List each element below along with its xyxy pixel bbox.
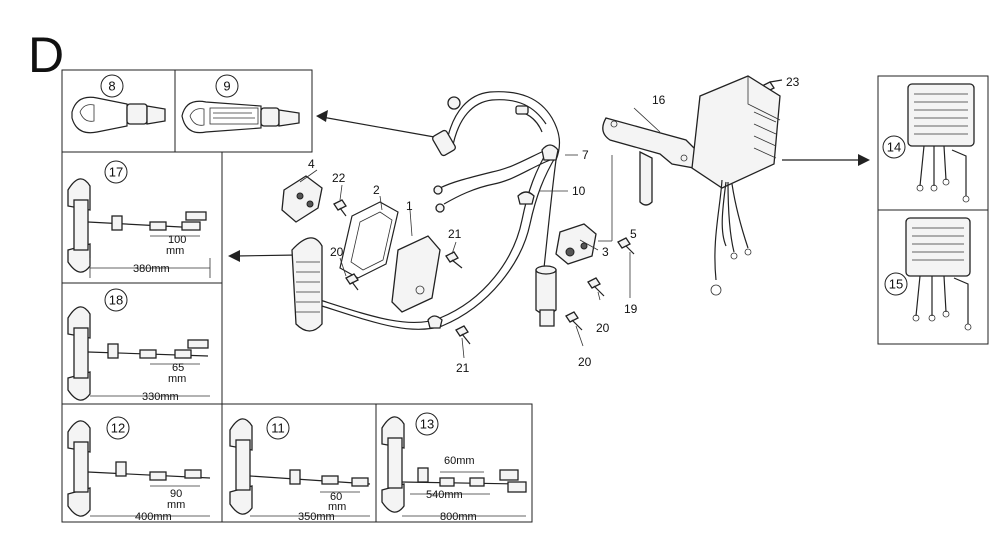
inset-number-13: 13	[420, 417, 434, 432]
inset-number-8: 8	[108, 79, 115, 94]
inset-number-9: 9	[223, 79, 230, 94]
inset-8: 8	[71, 74, 166, 134]
dim-text: 350mm	[298, 511, 335, 523]
dim-text: 800mm	[440, 511, 477, 523]
callout-4: 4	[308, 157, 315, 171]
plug-cap-icon	[181, 100, 262, 134]
callout-3: 3	[602, 245, 609, 259]
inset-panels-left	[61, 69, 533, 523]
inset-17: 17 100 mm 380mm	[67, 160, 211, 278]
inset-number-11: 11	[271, 421, 285, 436]
inset-number-15: 15	[889, 277, 903, 292]
cover-icon	[391, 235, 441, 313]
clamp-icon	[517, 191, 535, 205]
callout-10: 10	[572, 184, 586, 198]
voltage-regulator-icon	[691, 75, 781, 189]
callout-19: 19	[624, 302, 638, 316]
inset-panels-right	[877, 75, 989, 345]
callout-22: 22	[332, 171, 346, 185]
dim-text: mm	[167, 499, 185, 511]
gasket-icon	[339, 201, 399, 279]
inset-number-14: 14	[887, 140, 901, 155]
switch-icon	[281, 175, 323, 223]
regulator-wire	[714, 179, 723, 281]
inset-9: 9	[181, 74, 300, 134]
harness-wire	[319, 149, 549, 324]
dim-text: mm	[166, 245, 184, 257]
bolt-icon	[565, 311, 583, 331]
dim-text: 60	[330, 491, 342, 503]
inset-box-bottom	[61, 403, 533, 523]
callout-2: 2	[373, 183, 380, 197]
bolt-icon	[333, 199, 347, 217]
leader-lines	[299, 107, 661, 359]
callout-20: 20	[578, 355, 592, 369]
callout-21: 21	[456, 361, 470, 375]
section-letter: D	[28, 27, 64, 83]
dim-text: mm	[328, 501, 346, 513]
dim-text: 380mm	[133, 263, 170, 275]
inset-18: 18 65 mm 330mm	[67, 288, 210, 403]
dim-text: 400mm	[135, 511, 172, 523]
regulator-icon	[905, 217, 971, 277]
inset-13: 13 60mm 540mm 800mm	[381, 412, 527, 523]
regulator-icon	[907, 83, 975, 147]
inset-12: 12 90 mm 400mm	[67, 416, 211, 523]
inset-14: 14	[882, 83, 975, 203]
inset-15: 15	[884, 217, 972, 331]
main-assembly	[281, 75, 783, 345]
pointer-arrows	[228, 110, 870, 262]
dim-text: mm	[168, 373, 186, 385]
dim-text: 90	[170, 488, 182, 500]
callout-5: 5	[630, 227, 637, 241]
bolt-icon	[445, 251, 463, 269]
condenser-icon	[535, 269, 557, 315]
clamp-icon	[541, 144, 559, 161]
exciter-coil-icon	[291, 237, 323, 332]
bolt-icon	[345, 273, 359, 291]
bolt-icon	[617, 237, 635, 255]
dim-text: 100	[168, 234, 186, 246]
dim-text: 65	[172, 362, 184, 374]
dim-text: 60mm	[444, 455, 475, 467]
dim-text: 540mm	[426, 489, 463, 501]
inset-number-12: 12	[111, 421, 125, 436]
dim-text: 330mm	[142, 391, 179, 403]
inset-number-17: 17	[109, 165, 123, 180]
bolt-icon	[587, 277, 605, 297]
harness-wire	[445, 91, 561, 161]
plug-cap-icon	[71, 96, 128, 134]
callout-numbers: 1 2 3 4 5 7 10 16 19 20 20 20 21 21 22 2…	[308, 75, 800, 375]
bolt-icon	[455, 325, 471, 345]
inset-number-18: 18	[109, 293, 123, 308]
callout-16: 16	[652, 93, 666, 107]
spark-plug-cap-icon	[432, 129, 456, 157]
callout-1: 1	[406, 199, 413, 213]
callout-20: 20	[330, 245, 344, 259]
callout-7: 7	[582, 148, 589, 162]
inset-11: 11 60 mm 350mm	[229, 416, 371, 523]
callout-23: 23	[786, 75, 800, 89]
ignition-coil-icon	[555, 223, 597, 265]
callout-21: 21	[448, 227, 462, 241]
callout-20: 20	[596, 321, 610, 335]
